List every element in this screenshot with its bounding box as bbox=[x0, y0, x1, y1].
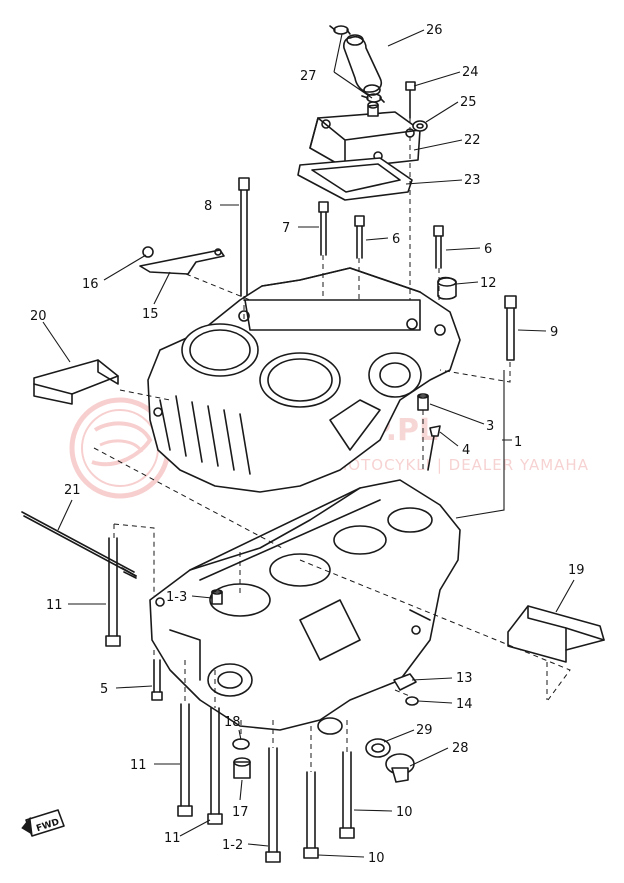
callout-27: 27 bbox=[300, 69, 317, 84]
callout-25: 25 bbox=[460, 95, 477, 110]
callout-17: 17 bbox=[232, 805, 249, 820]
part-6-bolt-center bbox=[354, 215, 365, 259]
part-1-upper-crankcase bbox=[147, 267, 461, 493]
callout-12: 12 bbox=[480, 276, 497, 291]
part-29-o-ring bbox=[365, 738, 391, 758]
part-10-bolt-b bbox=[339, 751, 355, 839]
callout-4: 4 bbox=[462, 443, 470, 458]
part-1-3-dowel bbox=[211, 589, 223, 605]
callout-16: 16 bbox=[82, 277, 99, 292]
part-12-clip bbox=[437, 276, 457, 300]
callout-1-2: 1-2 bbox=[222, 838, 243, 853]
assembly-guide-lines bbox=[93, 118, 571, 772]
callout-5: 5 bbox=[100, 682, 108, 697]
part-20-pad bbox=[33, 359, 119, 405]
part-11-bolt-bottom-a bbox=[177, 703, 193, 817]
part-5-bolt bbox=[151, 659, 163, 701]
part-1-2-bolt bbox=[265, 747, 281, 863]
part-6-bolt-right bbox=[433, 225, 444, 269]
part-10-bolt-a bbox=[303, 771, 319, 859]
callout-10-lower: 10 bbox=[368, 851, 385, 866]
part-14-bolt bbox=[405, 696, 419, 706]
part-28-drain-plug bbox=[385, 753, 415, 783]
callout-11-bottom: 11 bbox=[164, 831, 181, 846]
part-15-bracket bbox=[139, 248, 225, 275]
part-19-pad bbox=[507, 605, 605, 663]
callout-13: 13 bbox=[456, 671, 473, 686]
callout-21: 21 bbox=[64, 483, 81, 498]
part-18-washer bbox=[232, 738, 250, 750]
callout-15: 15 bbox=[142, 307, 159, 322]
part-3-dowel bbox=[417, 393, 429, 411]
part-9-bolt bbox=[504, 295, 517, 361]
callout-22: 22 bbox=[464, 133, 481, 148]
part-16-bolt bbox=[142, 246, 154, 258]
part-4-oil-jet bbox=[427, 425, 441, 471]
callout-11-mid: 11 bbox=[130, 758, 147, 773]
part-13-clip bbox=[393, 673, 417, 691]
part-11-bolt-left bbox=[105, 537, 121, 647]
part-26-breather-hose bbox=[343, 34, 383, 96]
callout-6-center: 6 bbox=[392, 232, 400, 247]
callout-1-3: 1-3 bbox=[166, 590, 187, 605]
callout-3: 3 bbox=[486, 419, 494, 434]
part-7-bolt bbox=[318, 201, 329, 256]
part-1-lower-crankcase bbox=[149, 479, 461, 735]
callout-19: 19 bbox=[568, 563, 585, 578]
callout-8: 8 bbox=[204, 199, 212, 214]
part-11-bolt-bottom-b bbox=[207, 707, 223, 825]
callout-18: 18 bbox=[224, 715, 241, 730]
callout-23: 23 bbox=[464, 173, 481, 188]
part-21-shaft bbox=[21, 511, 137, 579]
callout-20: 20 bbox=[30, 309, 47, 324]
callout-leaders bbox=[42, 29, 575, 858]
part-17-plug bbox=[233, 757, 251, 779]
part-25-washer bbox=[412, 120, 428, 132]
part-8-bolt bbox=[238, 177, 250, 297]
fwd-direction-marker: FWD bbox=[21, 809, 65, 837]
part-22-breather-cover bbox=[309, 101, 421, 169]
callout-28: 28 bbox=[452, 741, 469, 756]
callout-labels: 26 27 24 25 22 23 8 7 6 6 12 9 16 15 20 … bbox=[30, 23, 585, 866]
callout-11-left: 11 bbox=[46, 598, 63, 613]
callout-26: 26 bbox=[426, 23, 443, 38]
callout-24: 24 bbox=[462, 65, 479, 80]
callout-14: 14 bbox=[456, 697, 473, 712]
part-23-gasket bbox=[297, 157, 413, 201]
callout-6-right: 6 bbox=[484, 242, 492, 257]
callout-29: 29 bbox=[416, 723, 433, 738]
callout-7: 7 bbox=[282, 221, 290, 236]
part-24-bolt bbox=[405, 81, 416, 119]
callout-10-upper: 10 bbox=[396, 805, 413, 820]
callout-9: 9 bbox=[550, 325, 558, 340]
callout-1: 1 bbox=[514, 435, 522, 450]
